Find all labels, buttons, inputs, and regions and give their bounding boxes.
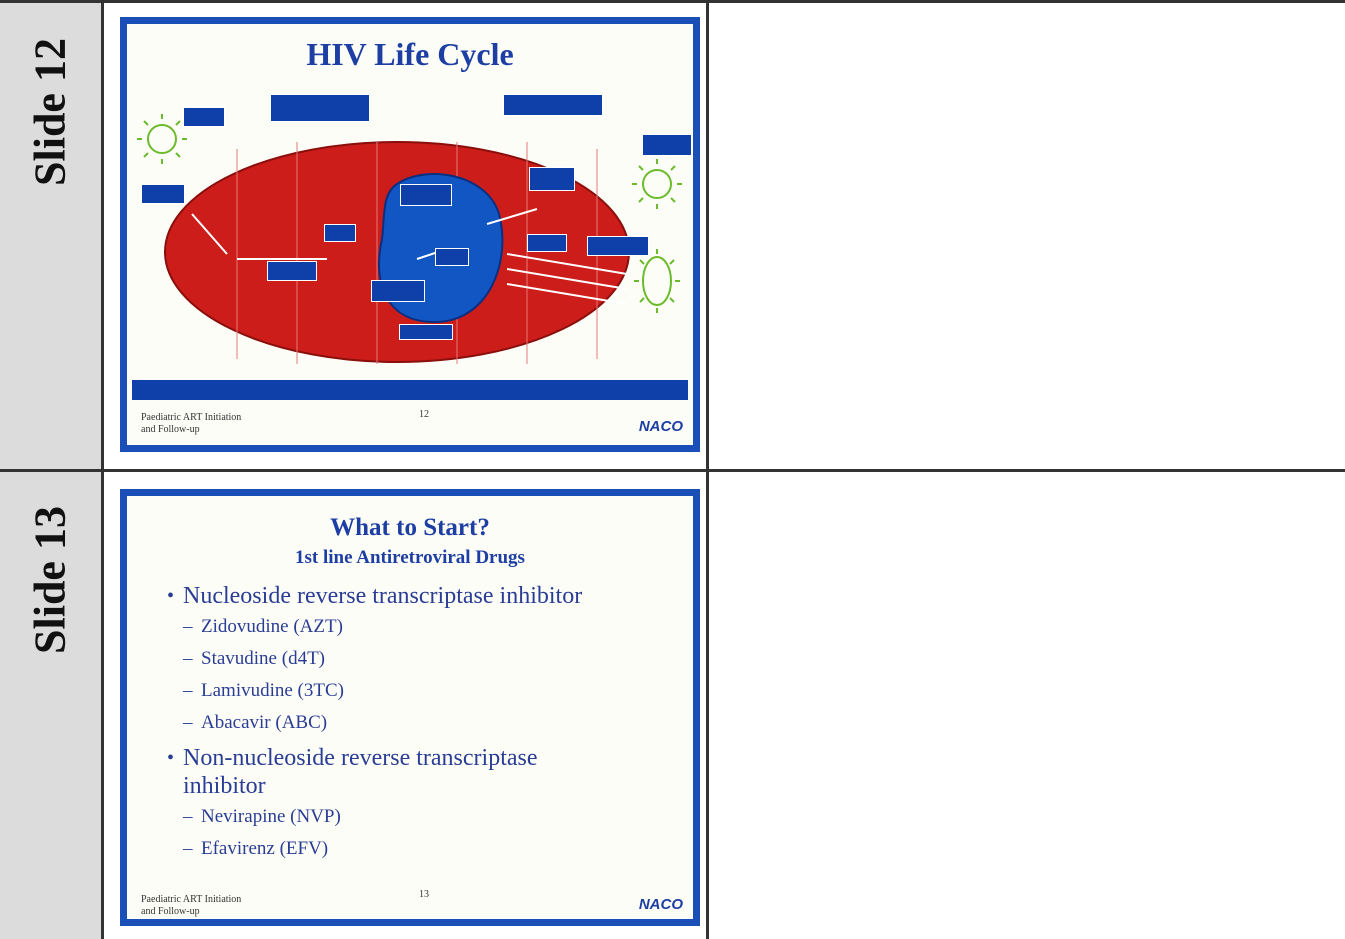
slide-13-subtitle: 1st line Antiretroviral Drugs	[295, 547, 525, 568]
table-col-divider-left	[101, 0, 104, 939]
slide-label-13: Slide 13	[25, 506, 75, 654]
slide-12-footer: Paediatric ART Initiation and Follow-up	[141, 412, 242, 435]
virus-particle-right-bottom	[634, 249, 680, 313]
label-cell-row-1	[0, 0, 101, 469]
virus-particle-right-top	[632, 159, 682, 209]
process-arrows	[191, 208, 628, 305]
sub-bullet-item: Nevirapine (NVP)	[183, 806, 673, 828]
label-box-13	[587, 236, 649, 256]
label-box-2	[270, 94, 370, 122]
label-box-11	[371, 280, 425, 302]
slide-12-title: HIV Life Cycle	[306, 36, 514, 72]
slide-12-canvas: HIV Life Cycle	[127, 24, 693, 445]
slide-label-12: Slide 12	[25, 38, 75, 186]
label-box-1	[183, 107, 225, 127]
table-row-divider	[0, 469, 1345, 472]
slide-13-footer: Paediatric ART Initiation and Follow-up	[141, 894, 242, 917]
slide-12-page-number: 12	[419, 409, 429, 420]
sub-bullet-item: Abacavir (ABC)	[183, 712, 673, 734]
label-box-7	[529, 167, 575, 191]
naco-logo-13: NACO	[638, 896, 683, 913]
bullet-item: Non-nucleoside reverse transcriptase inh…	[167, 744, 613, 800]
slide-13-title: What to Start?	[330, 514, 490, 541]
label-box-3	[503, 94, 603, 116]
label-box-5	[141, 184, 185, 204]
label-box-6	[400, 184, 452, 206]
label-box-14	[399, 324, 453, 340]
label-box-9	[267, 261, 317, 281]
label-cell-row-2	[0, 472, 101, 939]
label-box-4	[642, 134, 692, 156]
sub-bullet-item: Zidovudine (AZT)	[183, 616, 673, 638]
slide-13-canvas: What to Start? 1st line Antiretroviral D…	[127, 496, 693, 919]
slide-13-bullet-list: Nucleoside reverse transcriptase inhibit…	[167, 582, 673, 870]
slide-12-thumbnail: HIV Life Cycle	[120, 17, 700, 452]
table-border-top	[0, 0, 1345, 3]
sub-bullet-item: Stavudine (d4T)	[183, 648, 673, 670]
naco-logo-12: NACO	[638, 418, 683, 435]
label-box-10	[435, 248, 469, 266]
slide-13-thumbnail: What to Start? 1st line Antiretroviral D…	[120, 489, 700, 926]
sub-bullet-item: Efavirenz (EFV)	[183, 838, 673, 860]
sub-bullet-item: Lamivudine (3TC)	[183, 680, 673, 702]
label-box-12	[527, 234, 567, 252]
table-col-divider-mid	[706, 0, 709, 939]
hiv-life-cycle-diagram	[132, 114, 688, 400]
label-box-8	[324, 224, 356, 242]
slide-13-page-number: 13	[419, 889, 429, 900]
virus-particle-left	[137, 114, 187, 164]
stage-label-bar	[132, 380, 688, 400]
bullet-item: Nucleoside reverse transcriptase inhibit…	[167, 582, 673, 610]
